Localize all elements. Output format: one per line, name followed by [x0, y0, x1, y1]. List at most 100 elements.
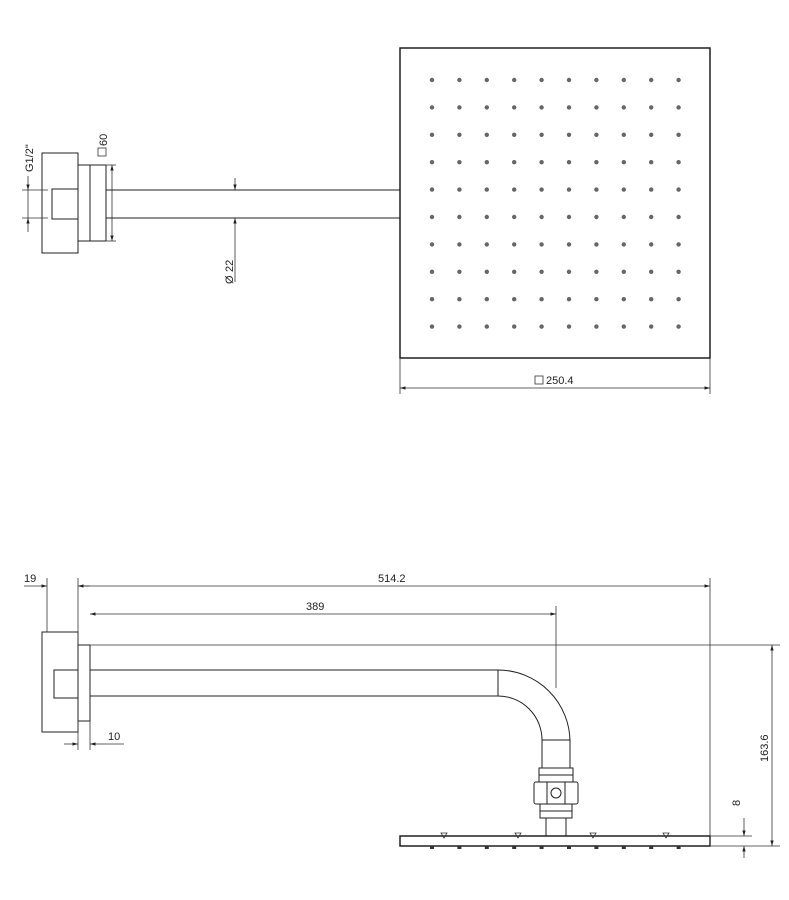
nozzle: [649, 297, 654, 302]
nozzle: [594, 105, 599, 110]
nozzle: [539, 297, 544, 302]
nozzle: [484, 77, 489, 83]
nozzle: [429, 187, 435, 192]
diameter-symbol-icon: Ø: [224, 275, 236, 284]
side-arm: [90, 669, 571, 743]
total-height-label: 163.6: [759, 734, 771, 762]
nozzle: [649, 132, 654, 137]
nozzle: [621, 269, 626, 274]
hanger-icon: [440, 832, 448, 839]
side-view: 19 514.2 389 10 163.6: [24, 573, 780, 858]
side-wall-flange: [41, 631, 91, 733]
nozzle: [429, 214, 435, 220]
nozzle: [649, 105, 654, 110]
nozzle: [484, 214, 489, 220]
total-length-label: 514.2: [378, 573, 406, 585]
nozzle: [566, 214, 572, 220]
nozzle: [621, 324, 626, 329]
nozzle: [676, 160, 681, 165]
nozzle: [512, 105, 517, 110]
nozzle: [457, 77, 462, 83]
side-nozzle: [676, 846, 681, 849]
nozzle: [594, 160, 599, 165]
square-symbol-icon: [97, 147, 107, 157]
nozzle: [512, 214, 517, 220]
nozzle: [484, 105, 489, 110]
nozzle: [512, 269, 517, 274]
arm-length-label: 389: [306, 601, 324, 613]
nozzle: [676, 77, 681, 83]
side-nozzle: [457, 846, 462, 849]
nozzle: [539, 214, 544, 220]
nozzle: [457, 242, 462, 247]
nozzle: [621, 132, 626, 137]
nozzle: [512, 160, 517, 165]
nozzle: [676, 187, 681, 192]
nozzle: [539, 324, 544, 329]
head-size-label: 250.4: [546, 375, 574, 387]
nozzle: [539, 132, 544, 137]
head-thickness-label: 8: [731, 800, 743, 806]
flange-label: 60: [98, 134, 110, 146]
nozzle: [594, 214, 599, 220]
nozzle: [649, 242, 654, 247]
nozzle: [621, 214, 626, 220]
wall-offset-dimension: 19: [24, 573, 90, 645]
nozzle: [512, 297, 517, 302]
total-height-dimension: 163.6: [90, 644, 780, 847]
nozzle: [484, 242, 489, 247]
shower-head-plate: [399, 47, 711, 359]
side-shower-head: [399, 832, 711, 849]
nozzle: [512, 242, 517, 247]
head-size-dimension: 250.4: [399, 358, 711, 394]
nozzle: [566, 242, 572, 247]
flange-dimension: 60: [97, 134, 116, 242]
nozzle: [484, 187, 489, 192]
nozzle: [539, 187, 544, 192]
nozzle: [429, 242, 435, 247]
nozzle: [676, 105, 681, 110]
nozzle: [457, 269, 462, 274]
nozzle: [457, 214, 462, 220]
hanger-icon-3: [589, 832, 597, 839]
nozzle: [539, 242, 544, 247]
nozzle: [566, 105, 572, 110]
nozzle: [649, 77, 654, 83]
nozzle: [649, 269, 654, 274]
nozzle: [621, 160, 626, 165]
side-nozzle: [567, 846, 571, 849]
nozzle: [621, 105, 626, 110]
nozzle: [429, 297, 435, 302]
side-nozzle: [621, 846, 626, 849]
side-nozzle: [512, 846, 517, 849]
thread-dimension: G1/2": [22, 144, 48, 232]
nozzle: [649, 160, 654, 165]
side-nozzle: [649, 846, 654, 849]
nozzle: [676, 297, 681, 302]
nozzle: [621, 297, 626, 302]
nozzle: [566, 269, 572, 274]
nozzle: [566, 187, 572, 192]
nozzle: [676, 132, 681, 137]
nozzle: [539, 269, 544, 274]
nozzle: [429, 324, 435, 329]
nozzle: [539, 77, 544, 83]
nozzle: [649, 324, 654, 329]
nozzle: [429, 160, 435, 165]
nozzle: [649, 214, 654, 220]
nozzle: [594, 324, 599, 329]
nozzle: [566, 77, 572, 83]
arm-length-dimension: 389: [90, 601, 557, 688]
nozzle: [621, 242, 626, 247]
nozzle: [566, 324, 572, 329]
nozzle: [594, 297, 599, 302]
nozzle: [484, 160, 489, 165]
side-nozzle: [594, 846, 599, 849]
hanger-icon-2: [514, 832, 522, 839]
nozzle: [676, 242, 681, 247]
square-symbol-icon-2: [534, 375, 544, 385]
nozzle: [429, 77, 435, 83]
nozzle: [484, 297, 489, 302]
side-nozzle: [484, 846, 489, 849]
nozzle: [621, 77, 626, 83]
